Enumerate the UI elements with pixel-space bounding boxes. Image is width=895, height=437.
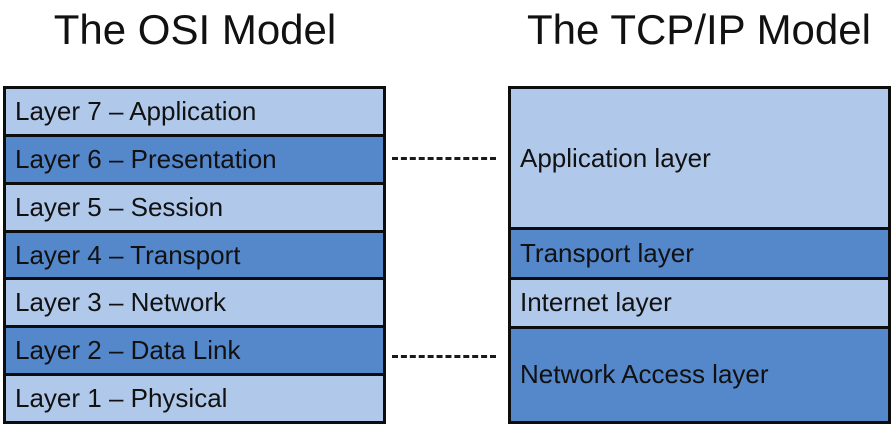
- osi-model-title: The OSI Model: [53, 6, 337, 53]
- osi-layer-4-transport: Layer 4 – Transport: [6, 229, 383, 278]
- tcpip-layer-application: Application layer: [511, 89, 888, 228]
- dashed-connector-datalink-to-network-access: [392, 355, 496, 358]
- osi-layer-6-presentation: Layer 6 – Presentation: [6, 133, 383, 182]
- osi-layer-3-network: Layer 3 – Network: [6, 277, 383, 326]
- tcpip-layer-network-access: Network Access layer: [511, 325, 888, 421]
- tcpip-model-title: The TCP/IP Model: [527, 6, 871, 53]
- tcpip-layer-transport: Transport layer: [511, 227, 888, 277]
- tcpip-stack: Application layer Transport layer Intern…: [508, 86, 891, 424]
- osi-layer-5-session: Layer 5 – Session: [6, 181, 383, 230]
- dashed-connector-presentation-to-application: [392, 157, 496, 160]
- osi-stack: Layer 7 – Application Layer 6 – Presenta…: [3, 86, 386, 424]
- osi-layer-2-data-link: Layer 2 – Data Link: [6, 325, 383, 374]
- tcpip-layer-internet: Internet layer: [511, 276, 888, 326]
- osi-layer-7-application: Layer 7 – Application: [6, 89, 383, 134]
- osi-layer-1-physical: Layer 1 – Physical: [6, 373, 383, 422]
